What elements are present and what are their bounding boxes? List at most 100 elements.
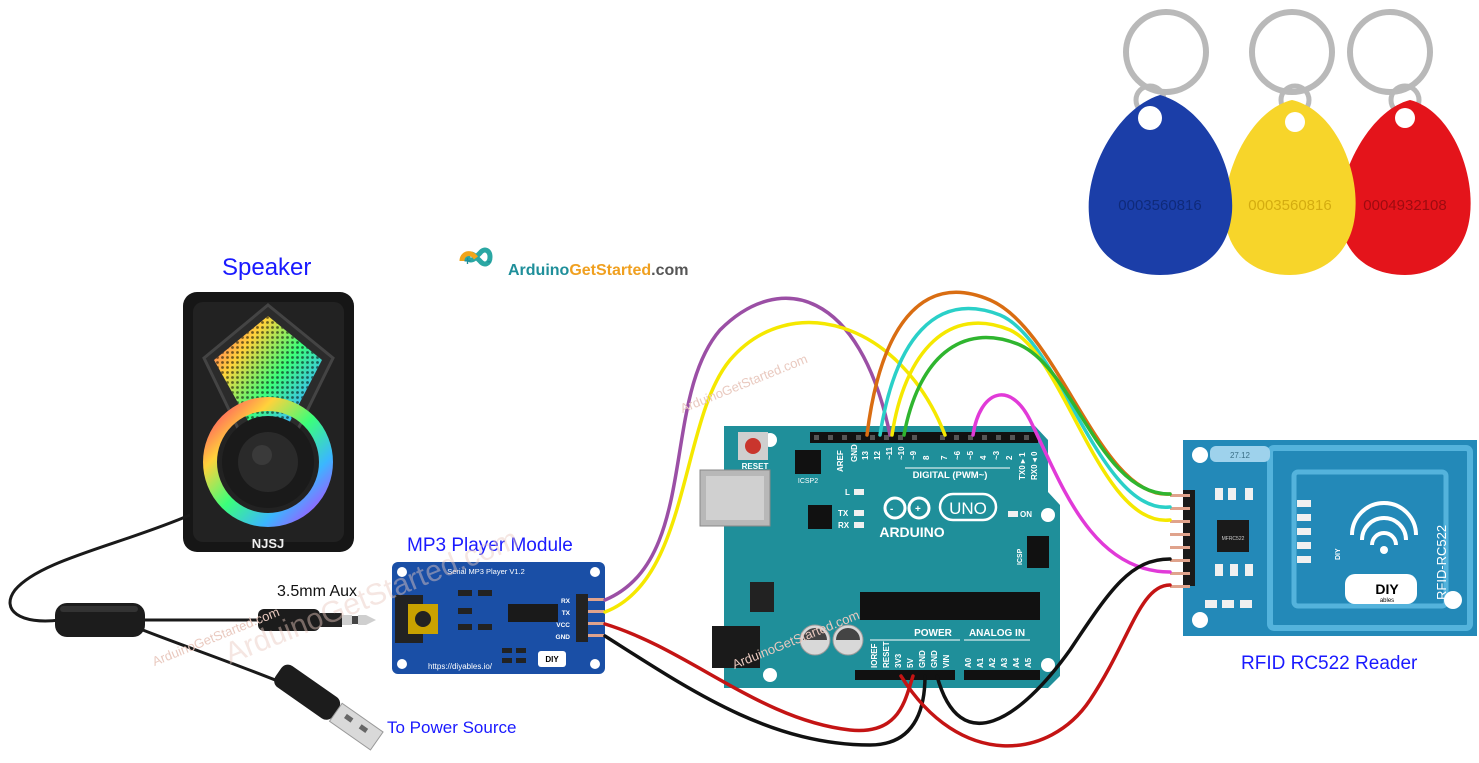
power-source-label: To Power Source bbox=[387, 718, 517, 737]
pin-label-aref: AREF bbox=[836, 450, 845, 472]
pin-label-2: 2 bbox=[1005, 455, 1014, 460]
rfid-diy-logo bbox=[1345, 574, 1417, 604]
pin-label-5: ~5 bbox=[966, 450, 975, 460]
pin-label-7: 7 bbox=[940, 455, 949, 460]
mp3-module: DIY Serial MP3 Player V1.2 https://diyab… bbox=[392, 562, 605, 674]
svg-text:-: - bbox=[487, 254, 491, 268]
svg-text:+: + bbox=[464, 254, 471, 268]
pin-label-6: ~6 bbox=[953, 450, 962, 460]
aux-plug bbox=[258, 609, 376, 631]
rfid-reader-label: RFID RC522 Reader bbox=[1241, 653, 1418, 674]
arduino-logo: - + bbox=[883, 496, 931, 520]
pin-label-a5: A5 bbox=[1024, 657, 1033, 668]
power-label: POWER bbox=[914, 628, 953, 639]
mp3-module-label: MP3 Player Module bbox=[407, 535, 573, 556]
mp3-board-url: https://diyables.io/ bbox=[428, 662, 493, 671]
tag-blue bbox=[1088, 95, 1233, 275]
pin-label-12: 12 bbox=[873, 451, 882, 460]
reset-label: RESET bbox=[742, 462, 769, 471]
pin-label-10: ~10 bbox=[897, 446, 906, 460]
wire-purple bbox=[603, 296, 892, 602]
mp3-pin-tx: TX bbox=[562, 610, 571, 617]
pin-label-8: 8 bbox=[922, 455, 931, 460]
arduino-board bbox=[724, 426, 1060, 688]
arduino-dc-jack bbox=[712, 626, 760, 668]
pin-label-3v3: 3V3 bbox=[894, 653, 903, 668]
logo-text: ArduinoGetStarted.com bbox=[508, 262, 688, 280]
rx-led-label: RX bbox=[838, 521, 850, 530]
icsp2-header bbox=[795, 450, 821, 474]
logo-text-arduino: Arduino bbox=[508, 262, 570, 279]
pin-label-ioref: IOREF bbox=[870, 643, 879, 668]
wire-green bbox=[902, 335, 1172, 496]
pin-label-9: ~9 bbox=[909, 450, 918, 460]
wire-black-rfid bbox=[935, 557, 1172, 725]
analog-in-label: ANALOG IN bbox=[969, 628, 1025, 639]
rfid-chip bbox=[1217, 520, 1249, 552]
pin-label-a4: A4 bbox=[1012, 657, 1021, 668]
pin-label-a1: A1 bbox=[976, 657, 985, 668]
digital-header bbox=[810, 432, 1038, 443]
rfid-tags: 0004932108 0003560816 0003560816 bbox=[1088, 9, 1471, 275]
arduino-uno: RESET ICSP2 AREF GND 13 12 ~11 ~10 ~9 8 … bbox=[699, 426, 1060, 688]
rfid-wave-icon bbox=[1350, 501, 1418, 546]
pin-label-gnd-2: GND bbox=[930, 650, 939, 668]
pin-label-13: 13 bbox=[861, 451, 870, 460]
rfid-antenna bbox=[1267, 445, 1473, 631]
rfid-reader: 27.12 MFRC522 DIY ables RFID-RC522 DIY bbox=[1170, 440, 1477, 636]
wire-yellow-rfid bbox=[890, 321, 1172, 522]
icsp2-label: ICSP2 bbox=[798, 478, 818, 485]
pin-label-a2: A2 bbox=[988, 657, 997, 668]
speaker-led-ring bbox=[203, 397, 333, 527]
l-led-label: L bbox=[845, 488, 850, 497]
svg-text:ables: ables bbox=[1380, 598, 1394, 604]
speaker-brand-text: NJSJ bbox=[252, 536, 285, 551]
pin-label-4: 4 bbox=[979, 455, 988, 460]
icsp-header bbox=[1027, 536, 1049, 568]
mp3-pin-gnd: GND bbox=[556, 634, 571, 641]
mp3-pin-rx: RX bbox=[561, 598, 571, 605]
analog-header bbox=[964, 670, 1040, 680]
svg-text:DIY: DIY bbox=[1335, 548, 1342, 560]
mp3-board-title: Serial MP3 Player V1.2 bbox=[447, 567, 525, 576]
pin-label-5v: 5V bbox=[906, 658, 915, 668]
tag-red-number: 0004932108 bbox=[1363, 197, 1446, 214]
pin-label-tx: TX0 ▸ 1 bbox=[1018, 452, 1027, 480]
rfid-crystal: 27.12 bbox=[1230, 451, 1251, 460]
tag-yellow-number: 0003560816 bbox=[1248, 197, 1331, 214]
svg-text:DIY: DIY bbox=[545, 655, 559, 664]
rfid-brand: DIY bbox=[1375, 581, 1399, 597]
usb-plug bbox=[274, 664, 384, 751]
wire-red-mp3 bbox=[603, 622, 915, 733]
arduino-brand-text: ARDUINO bbox=[879, 524, 944, 540]
infinity-logo-icon: + - bbox=[459, 247, 493, 268]
mp3-pin-vcc: VCC bbox=[556, 622, 570, 629]
speaker: NJSJ bbox=[183, 292, 354, 552]
tag-red bbox=[1339, 100, 1471, 275]
pin-label-gnd: GND bbox=[850, 444, 859, 462]
digital-pwm-label: DIGITAL (PWM~) bbox=[913, 470, 988, 481]
arduino-model-text: UNO bbox=[949, 499, 987, 518]
mp3-board bbox=[392, 562, 605, 674]
pin-label-rx: RX0 ◂ 0 bbox=[1030, 451, 1039, 480]
site-logo: + - ArduinoGetStarted.com bbox=[452, 244, 712, 280]
logo-text-getstarted: GetStarted bbox=[569, 262, 652, 279]
svg-text:MFRC522: MFRC522 bbox=[1222, 536, 1245, 542]
pin-label-a0: A0 bbox=[964, 657, 973, 668]
pin-label-gnd-1: GND bbox=[918, 650, 927, 668]
pin-label-11: ~11 bbox=[885, 446, 894, 460]
atmega-chip bbox=[860, 592, 1040, 620]
wires bbox=[603, 290, 1172, 748]
aux-label: 3.5mm Aux bbox=[277, 583, 358, 600]
wire-magenta bbox=[971, 393, 1172, 574]
wire-cyan bbox=[878, 306, 1172, 509]
tx-led-label: TX bbox=[838, 509, 849, 518]
wire-black-mp3 bbox=[603, 634, 927, 747]
icsp-label: ICSP bbox=[1017, 548, 1024, 565]
logo-text-com: .com bbox=[651, 262, 689, 279]
pin-label-a3: A3 bbox=[1000, 657, 1009, 668]
speaker-label: Speaker bbox=[222, 254, 312, 281]
power-header bbox=[855, 670, 955, 680]
mp3-diy-logo bbox=[538, 651, 566, 667]
